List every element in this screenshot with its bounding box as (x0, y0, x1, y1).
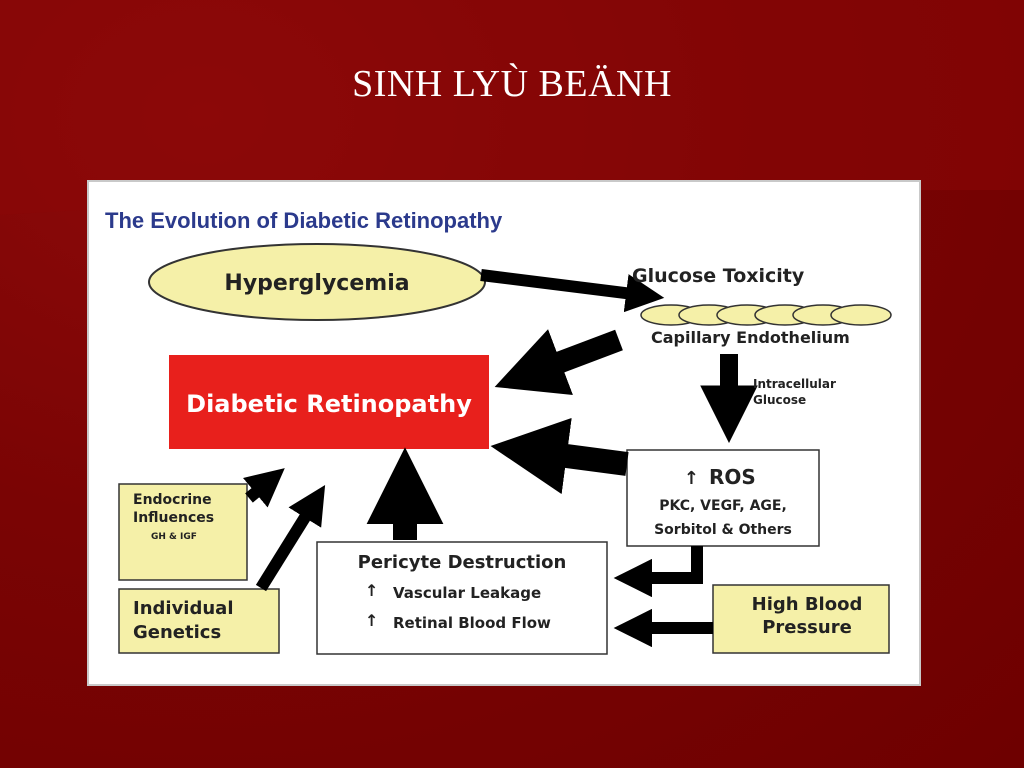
diagram-figure: The Evolution of Diabetic Retinopathy Hy… (87, 180, 921, 686)
ros-line-2: Sorbitol & Others (654, 522, 792, 538)
diagram-title: The Evolution of Diabetic Retinopathy (105, 208, 503, 233)
pericyte-title: Pericyte Destruction (358, 552, 567, 573)
pericyte-destruction-node: Pericyte Destruction ↑ Vascular Leakage … (316, 541, 608, 655)
endocrine-line-2: Influences (133, 510, 214, 526)
bp-line-1: High Blood (752, 594, 863, 615)
arrow-endocrine-to-retinopathy (243, 468, 285, 508)
glucose-toxicity-label: Glucose Toxicity (632, 265, 805, 287)
bp-line-2: Pressure (762, 617, 852, 638)
capillary-endothelium-label: Capillary Endothelium (651, 328, 850, 347)
hyperglycemia-node: Hyperglycemia (148, 243, 486, 321)
intracellular-label-1: Intracellular (753, 377, 836, 391)
genetics-line-2: Genetics (133, 622, 221, 643)
intracellular-label-2: Glucose (753, 393, 806, 407)
diabetic-retinopathy-node: Diabetic Retinopathy (169, 355, 489, 449)
capillary-endothelium-cells (640, 304, 892, 326)
up-arrow-icon: ↑ (365, 581, 378, 600)
diagram-canvas: The Evolution of Diabetic Retinopathy Hy… (105, 208, 892, 655)
endocrine-influences-node: Endocrine Influences GH & IGF (118, 483, 248, 581)
ros-node: ↑ ROS PKC, VEGF, AGE, Sorbitol & Others (626, 449, 820, 547)
up-arrow-icon: ↑ (365, 611, 378, 630)
arrow-capillary-to-retinopathy (494, 329, 623, 396)
arrow-genetics-to-retinopathy (255, 484, 326, 592)
up-arrow-icon: ↑ (684, 468, 699, 489)
arrow-ros-to-pericyte (613, 546, 703, 598)
arrow-hyperglycemia-to-toxicity (480, 269, 665, 313)
endocrine-sub: GH & IGF (151, 532, 197, 542)
diabetic-retinopathy-label: Diabetic Retinopathy (186, 390, 472, 418)
endocrine-line-1: Endocrine (133, 492, 212, 508)
slide-title: SINH LYÙ BEÄNH (352, 63, 672, 105)
ros-title: ROS (709, 465, 756, 489)
genetics-line-1: Individual (133, 598, 234, 619)
arrow-ros-to-retinopathy (490, 417, 629, 495)
pericyte-item-1: Vascular Leakage (393, 584, 541, 602)
pericyte-item-2: Retinal Blood Flow (393, 614, 551, 632)
ros-line-1: PKC, VEGF, AGE, (659, 498, 787, 514)
individual-genetics-node: Individual Genetics (118, 588, 280, 654)
hyperglycemia-label: Hyperglycemia (224, 271, 409, 296)
high-blood-pressure-node: High Blood Pressure (712, 584, 890, 654)
